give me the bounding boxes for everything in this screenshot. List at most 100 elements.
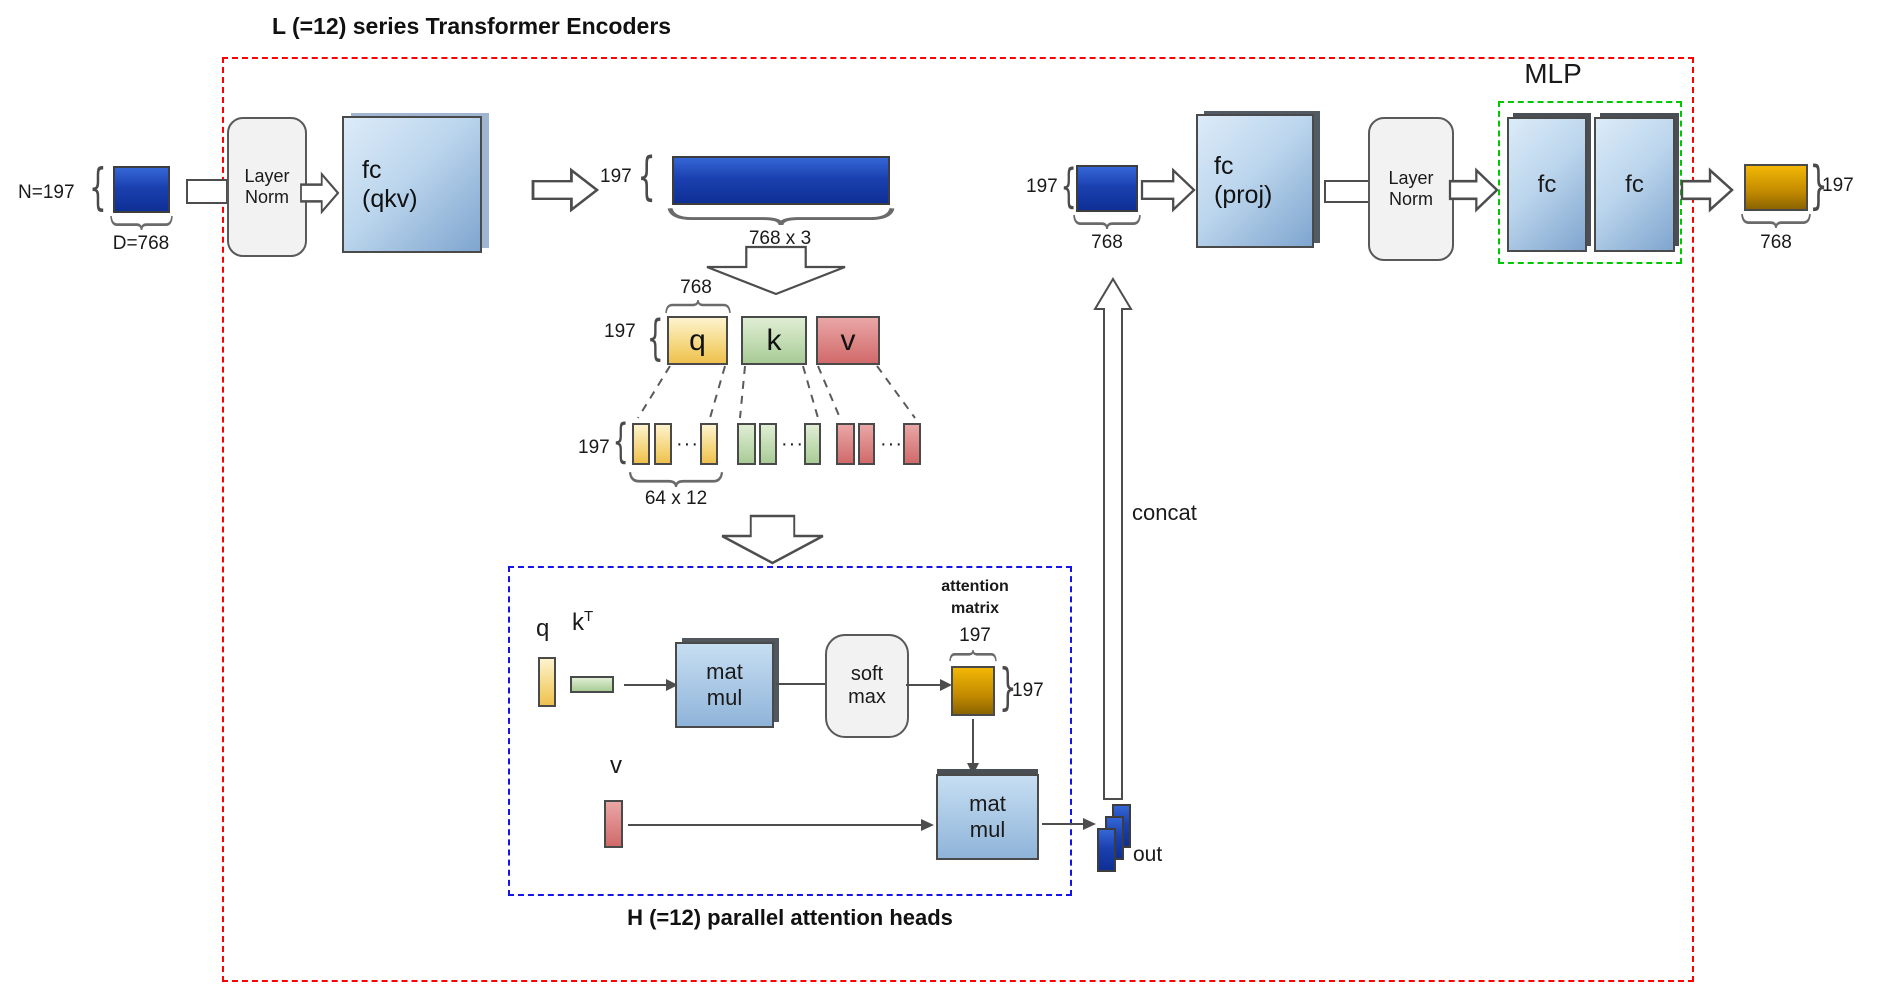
mlp-fc2-label: fc (1625, 170, 1644, 198)
split-dashed-lines (637, 365, 916, 419)
arrow-ln2-to-mlp (1448, 167, 1499, 213)
attention-matrix-cols-brace (949, 649, 997, 662)
q-cols-label: 768 (680, 277, 712, 298)
output-token-matrix (1744, 164, 1808, 211)
fc-proj-label: fc (proj) (1214, 152, 1273, 209)
proj-input-rows-label: 197 (1026, 176, 1058, 197)
arrow-softmax-to-matrix (906, 679, 952, 691)
arrow-v-to-matmul2 (628, 819, 934, 831)
qkv-bar-matrix (672, 156, 890, 205)
qkv-rows-brace: { (646, 310, 664, 366)
layer-norm-2-box: Layer Norm (1368, 117, 1454, 261)
attention-matrix-title: attention matrix (941, 578, 1009, 617)
qkv-bar-cols-brace (667, 208, 895, 226)
attention-heads-box (508, 566, 1072, 896)
input-rows-label: N=197 (18, 182, 75, 203)
qkv-bar-rows-label: 197 (600, 166, 632, 187)
proj-input-rows-brace: { (1060, 159, 1077, 213)
heads-rows-label: 197 (578, 437, 610, 458)
k-head-bar (759, 423, 777, 465)
mlp-fc1-box: fc (1507, 117, 1587, 252)
matmul-2-label: mat mul (969, 791, 1006, 842)
qkv-rows-label: 197 (604, 321, 636, 342)
q-head-bar (700, 423, 718, 465)
softmax-box: soft max (825, 634, 909, 738)
k-matrix-label: k (766, 323, 782, 357)
heads-cols-brace (628, 471, 724, 488)
encoder-boundary-box (222, 57, 1694, 982)
out-head-bar (1097, 828, 1116, 872)
v-head-bar (903, 423, 921, 465)
arrow-ln-to-fcqkv (300, 171, 340, 215)
proj-input-cols-label: 768 (1091, 232, 1123, 253)
output-cols-label: 768 (1760, 232, 1792, 253)
fc-qkv-label: fc (qkv) (362, 155, 418, 213)
q-cols-brace (665, 299, 731, 314)
output-rows-brace: } (1809, 156, 1828, 216)
output-rows-label: 197 (1822, 175, 1854, 196)
arrow-mlp-to-output (1680, 167, 1734, 213)
attention-heads-title: H (=12) parallel attention heads (627, 905, 953, 930)
v-head-bar (836, 423, 855, 465)
matmul-1-label: mat mul (706, 659, 743, 710)
k-matrix-box: k (741, 316, 807, 365)
mlp-fc2-box: fc (1594, 117, 1675, 252)
arrow-input-to-fcproj (1140, 167, 1196, 213)
layer-norm-1-label: Layer Norm (244, 166, 290, 207)
qkv-bar-rows-brace: { (637, 147, 656, 207)
qkv-bar-cols-label: 768 x 3 (748, 228, 812, 249)
encoder-title: L (=12) series Transformer Encoders (272, 13, 672, 39)
v-matrix-label: v (840, 323, 856, 357)
q-head-ellipsis: ··· (676, 433, 699, 455)
mlp-title: MLP (1524, 58, 1582, 89)
attention-matrix-rows-brace: } (999, 658, 1017, 716)
k-head-bar (804, 423, 821, 465)
layer-norm-2-label: Layer Norm (1388, 168, 1434, 209)
heads-rows-brace: { (612, 414, 629, 468)
q-matrix-box: q (667, 316, 728, 365)
input-cols-label: D=768 (112, 233, 170, 254)
mlp-fc1-label: fc (1537, 170, 1557, 198)
heads-cols-label: 64 x 12 (644, 488, 708, 509)
attention-matrix-box (951, 666, 995, 716)
input-connector (186, 179, 228, 204)
attn-v-label: v (610, 752, 622, 779)
concat-arrow (1093, 277, 1133, 800)
arrow-fcqkv-to-bar (531, 167, 600, 213)
fc-qkv-box: fc (qkv) (342, 116, 482, 253)
proj-input-matrix (1076, 165, 1138, 212)
fcproj-connector (1324, 180, 1370, 203)
arrow-matrix-to-matmul2 (967, 719, 979, 775)
proj-input-cols-brace (1073, 214, 1141, 230)
input-token-matrix (113, 166, 170, 213)
v-head-ellipsis: ··· (880, 433, 903, 455)
output-cols-brace (1741, 213, 1811, 229)
matmul-2-box: mat mul (936, 774, 1039, 860)
v-matrix-box: v (816, 316, 880, 365)
input-cols-brace (110, 215, 173, 231)
line-matmul-softmax (776, 683, 826, 685)
softmax-label: soft max (848, 663, 886, 708)
arrow-qkt-to-matmul (624, 679, 678, 691)
k-head-bar (737, 423, 756, 465)
k-head-ellipsis: ··· (781, 433, 804, 455)
arrow-heads-down (721, 514, 824, 565)
fc-proj-box: fc (proj) (1196, 114, 1314, 248)
attn-q-label: q (536, 615, 550, 642)
attn-kt-sup: T (584, 608, 594, 625)
attn-kt-base: k (572, 609, 584, 636)
out-label: out (1133, 843, 1163, 866)
concat-label: concat (1132, 500, 1197, 525)
attention-matrix-cols-label: 197 (959, 625, 991, 646)
q-head-bar (632, 423, 650, 465)
q-head-bar (654, 423, 672, 465)
attn-kt-label: kT (572, 608, 593, 637)
v-head-bar (858, 423, 875, 465)
arrow-split-down (706, 245, 846, 296)
attn-v-bar (604, 800, 623, 848)
attention-matrix-rows-label: 197 (1012, 680, 1044, 701)
arrow-matmul2-to-out (1042, 818, 1096, 830)
q-matrix-label: q (689, 323, 706, 357)
input-rows-brace: { (89, 158, 107, 216)
